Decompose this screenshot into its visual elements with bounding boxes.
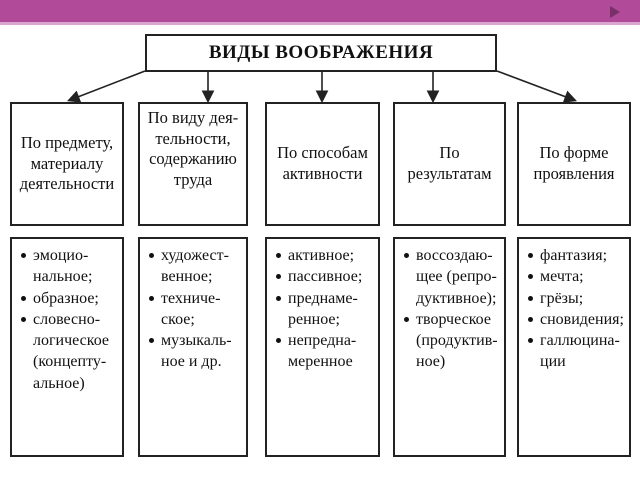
list-item: словесно- логическое (концепту- альное) [20, 309, 117, 394]
list-item: активное; [275, 245, 373, 266]
list-item: сновидения; [527, 309, 624, 330]
category-box-5: По форме проявления [517, 102, 631, 226]
items-box-1: эмоцио- нальное; образное; словесно- лог… [10, 237, 124, 457]
category-box-3: По способам активности [265, 102, 380, 226]
list-item: образное; [20, 288, 117, 309]
category-box-4: По результатам [393, 102, 506, 226]
diagram-title: ВИДЫ ВООБРАЖЕНИЯ [145, 34, 497, 72]
category-box-2: По виду дея- тельности, содержанию труда [138, 102, 248, 226]
list-item: пассивное; [275, 266, 373, 287]
list-item: воссоздаю- щее (репро- дуктивное); [403, 245, 499, 309]
items-box-5: фантазия; мечта; грёзы; сновидения; галл… [517, 237, 631, 457]
triangle-marker-icon [610, 6, 620, 18]
arrow-to-category-1 [67, 70, 146, 103]
list-item: эмоцио- нальное; [20, 245, 117, 288]
list-item: творческое (продуктив- ное) [403, 309, 499, 373]
accent-bar [0, 0, 640, 22]
items-box-3: активное; пассивное; преднаме- ренное; н… [265, 237, 380, 457]
list-item: музыкаль- ное и др. [148, 330, 241, 373]
list-item: мечта; [527, 266, 624, 287]
list-item: галлюцина- ции [527, 330, 624, 373]
list-item: техниче- ское; [148, 288, 241, 331]
items-box-2: художест- венное; техниче- ское; музыкал… [138, 237, 248, 457]
list-item: фантазия; [527, 245, 624, 266]
arrow-to-category-5 [496, 70, 577, 103]
category-box-1: По предмету, материалу деятельности [10, 102, 124, 226]
items-box-4: воссоздаю- щее (репро- дуктивное); творч… [393, 237, 506, 457]
list-item: непредна- меренное [275, 330, 373, 373]
list-item: художест- венное; [148, 245, 241, 288]
accent-bar-edge [0, 22, 640, 25]
list-item: грёзы; [527, 288, 624, 309]
list-item: преднаме- ренное; [275, 288, 373, 331]
